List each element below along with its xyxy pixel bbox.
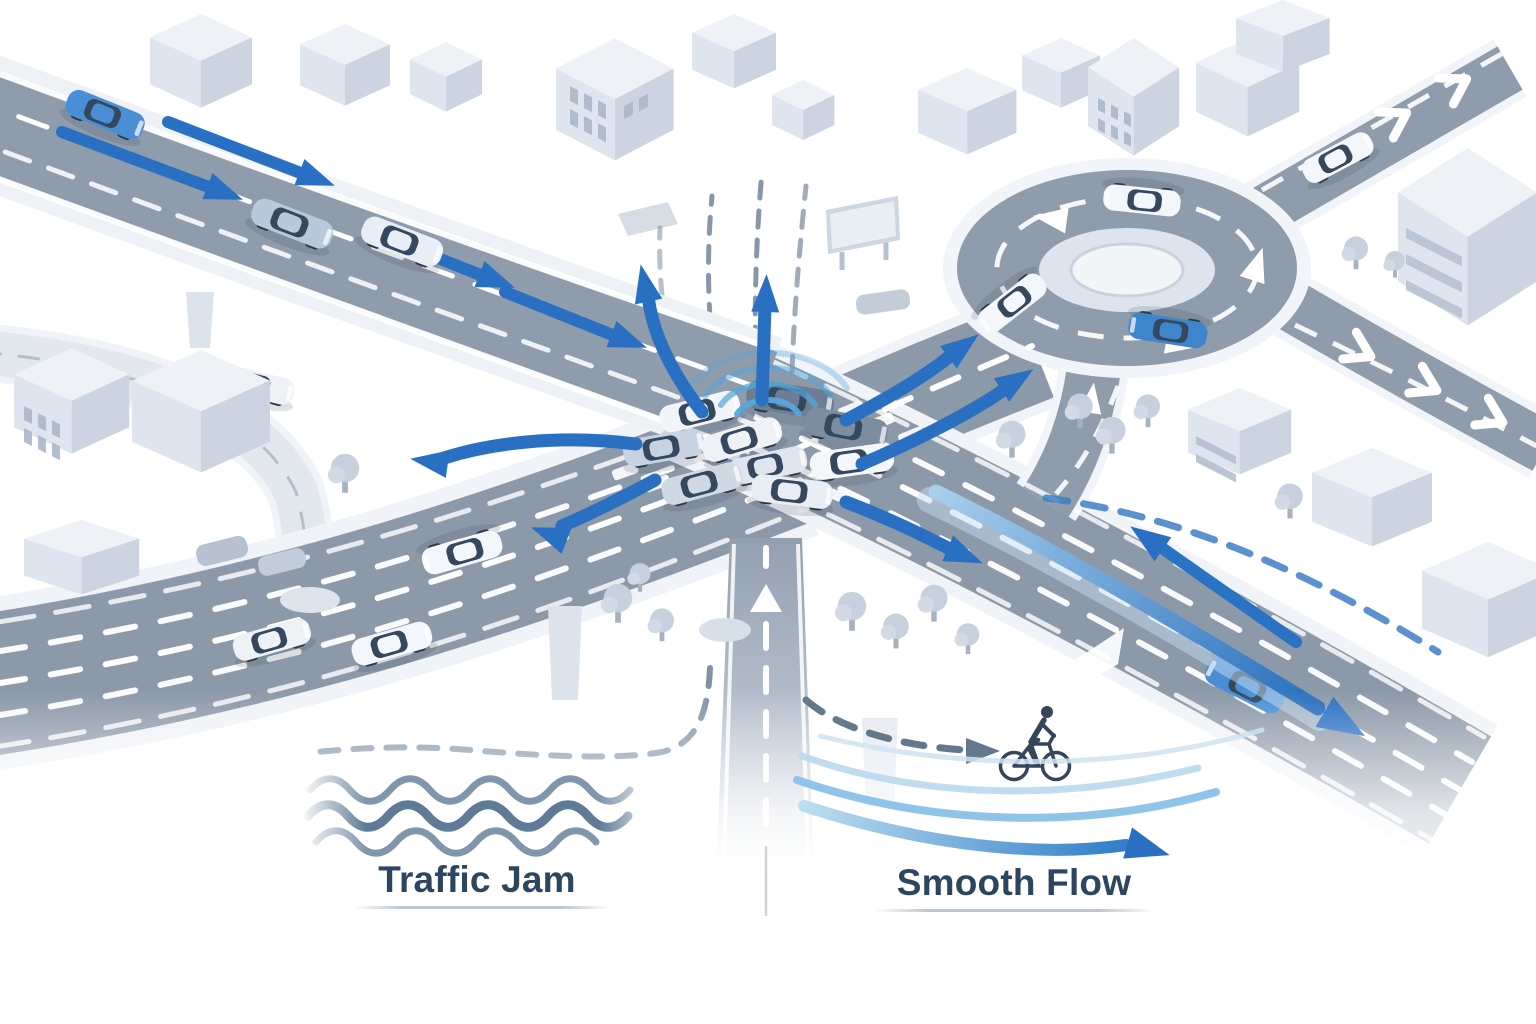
- dashed-route: [802, 696, 970, 754]
- cyclist-icon: [998, 706, 1072, 782]
- white-road-arrow: [1072, 628, 1124, 684]
- flow-arrow: [1156, 542, 1302, 648]
- captions: Traffic Jam Smooth Flow: [352, 846, 1154, 916]
- ground-cars: [196, 127, 1384, 719]
- parked-car: [257, 548, 307, 576]
- trees: [280, 236, 1405, 654]
- up-arrow-marking: [750, 584, 782, 612]
- parking-pad: [618, 202, 678, 236]
- reroute-arrows: [408, 261, 1042, 577]
- parked-car: [855, 289, 911, 315]
- smooth-flow-label: Smooth Flow: [897, 862, 1131, 903]
- bridge-pillar: [186, 292, 214, 348]
- fade-overlay: [0, 690, 1536, 1024]
- flow-streamlines-icon: [793, 727, 1265, 856]
- building-windows: [24, 86, 1462, 483]
- traffic-jam-underline: [352, 906, 612, 909]
- smooth-flow-underline: [874, 909, 1154, 912]
- traffic-jam-label: Traffic Jam: [378, 859, 576, 900]
- flow-arrow: [928, 484, 1326, 716]
- billboard: [826, 196, 900, 270]
- smooth-flow-arrows: [917, 484, 1442, 752]
- flow-arrowhead: [408, 444, 450, 478]
- congestion-waves-icon: [303, 775, 634, 857]
- parked-car: [196, 535, 248, 567]
- city-buildings: [14, 0, 1536, 658]
- bridge-pillar: [548, 606, 582, 700]
- dashed-flow-curve: [1042, 494, 1442, 656]
- roundabout: [943, 39, 1536, 522]
